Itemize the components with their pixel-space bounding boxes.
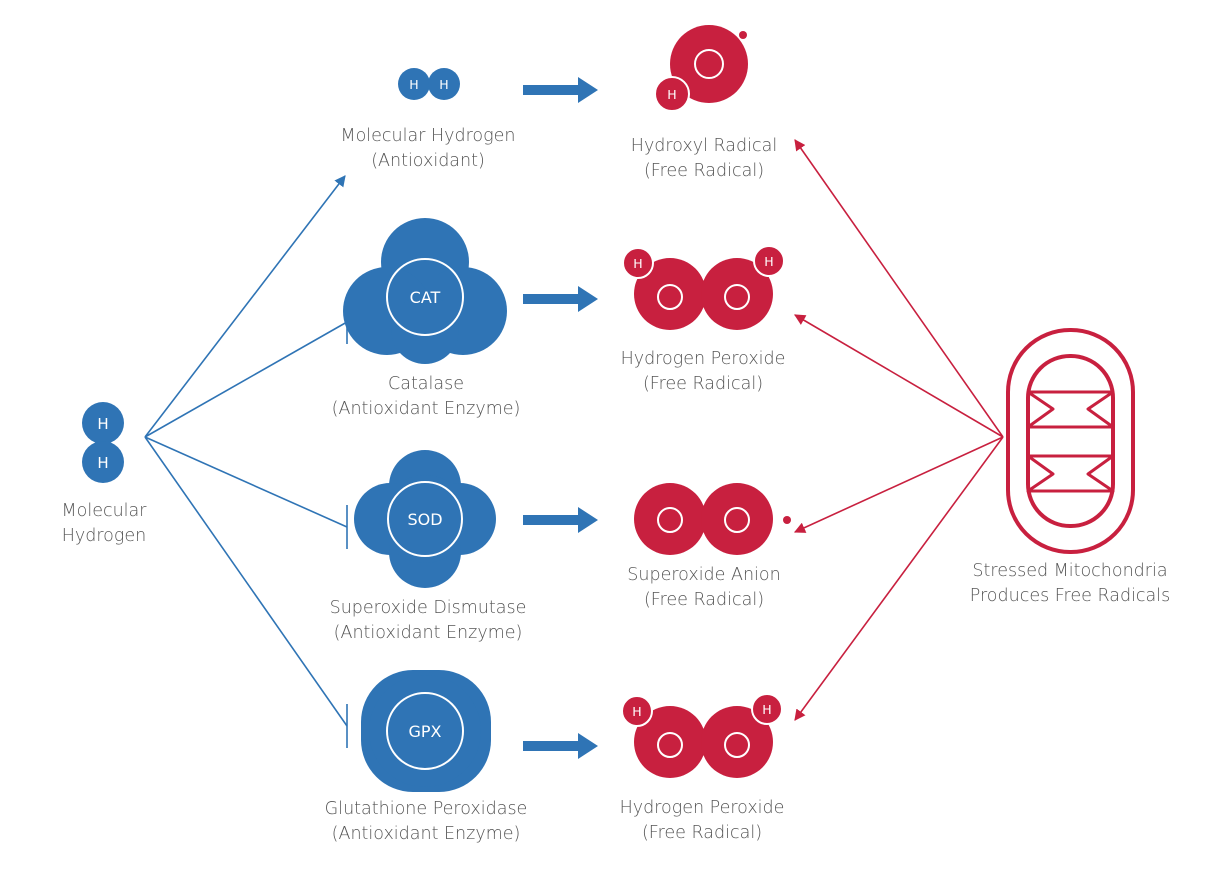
reaction-arrow: [523, 286, 598, 312]
antioxidant-label: (Antioxidant Enzyme): [334, 623, 523, 643]
enzyme-abbreviation: CAT: [410, 288, 441, 307]
radical-label: (Free Radical): [642, 823, 762, 843]
inhibition-line-gpx: [144, 436, 348, 727]
hydrogen-atom-label: H: [97, 415, 108, 433]
source-connectors: [144, 175, 348, 748]
antioxidant-molecular-hydrogen: H H Molecular Hydrogen (Antioxidant): [341, 68, 516, 171]
enzyme-superoxide-dismutase: SOD Superoxide Dismutase (Antioxidant En…: [330, 450, 527, 643]
reaction-arrow: [523, 507, 598, 533]
source-label: Molecular: [62, 501, 148, 521]
hydrogen-atom-label: H: [762, 702, 771, 717]
antioxidant-label: Glutathione Peroxidase: [325, 799, 528, 819]
enzyme-glutathione-peroxidase: GPX Glutathione Peroxidase (Antioxidant …: [325, 670, 528, 844]
hydrogen-atom-label: H: [633, 256, 642, 271]
enzyme-abbreviation: GPX: [408, 722, 441, 741]
antioxidant-label: Catalase: [388, 374, 464, 394]
radical-label: (Free Radical): [644, 161, 764, 181]
inhibition-line-cat: [144, 321, 348, 438]
source-label: Hydrogen: [62, 526, 147, 546]
radical-hydrogen-peroxide: H H Hydrogen Peroxide (Free Radical): [620, 693, 785, 843]
radical-label: Hydrogen Peroxide: [621, 349, 786, 369]
inhibition-line-sod: [144, 436, 348, 528]
mitochondria-connectors: [793, 139, 1004, 721]
radical-hydrogen-peroxide: H H Hydrogen Peroxide (Free Radical): [621, 245, 786, 394]
mitochondria-label: Stressed Mitochondria: [972, 561, 1167, 581]
radical-arrow: [793, 436, 1004, 533]
radical-superoxide-anion: Superoxide Anion (Free Radical): [627, 483, 791, 610]
hydrogen-atom-label: H: [97, 454, 108, 472]
hydrogen-atom: [428, 68, 460, 100]
radical-label: Superoxide Anion: [627, 565, 780, 585]
hydrogen-atom-label: H: [632, 704, 641, 719]
radical-arrow: [794, 314, 1004, 438]
hydrogen-atom-label: H: [409, 77, 418, 92]
radical-arrow: [794, 436, 1004, 721]
radical-label: Hydroxyl Radical: [631, 136, 777, 156]
radical-label: (Free Radical): [643, 374, 763, 394]
reaction-arrow: [523, 77, 598, 103]
radical-hydroxyl: H Hydroxyl Radical (Free Radical): [631, 25, 777, 181]
radical-label: Hydrogen Peroxide: [620, 798, 785, 818]
enzyme-catalase: CAT Catalase (Antioxidant Enzyme): [332, 218, 521, 419]
antioxidant-label: (Antioxidant Enzyme): [332, 824, 521, 844]
hydrogen-atom: [82, 441, 124, 483]
antioxidant-label: (Antioxidant Enzyme): [332, 399, 521, 419]
enzyme-abbreviation: SOD: [407, 510, 442, 529]
hydrogen-atom-label: H: [667, 87, 676, 102]
source-molecular-hydrogen: H H Molecular Hydrogen: [62, 402, 148, 546]
antioxidant-label: Superoxide Dismutase: [330, 598, 527, 618]
unpaired-electron-dot: [739, 31, 747, 39]
radical-arrow: [794, 139, 1004, 438]
antioxidant-label: Molecular Hydrogen: [341, 126, 516, 146]
hydrogen-atom-label: H: [439, 77, 448, 92]
mitochondria-icon: [1006, 328, 1135, 554]
unpaired-electron-dot: [783, 516, 791, 524]
reaction-arrow: [523, 733, 598, 759]
mitochondria-label: Produces Free Radicals: [970, 586, 1171, 606]
hydrogen-atom: [398, 68, 430, 100]
radical-label: (Free Radical): [644, 590, 764, 610]
reaction-arrows: [523, 77, 598, 759]
hydrogen-atom-label: H: [764, 254, 773, 269]
antioxidant-label: (Antioxidant): [371, 151, 485, 171]
activation-arrow: [144, 175, 346, 438]
hydrogen-atom: [82, 402, 124, 444]
